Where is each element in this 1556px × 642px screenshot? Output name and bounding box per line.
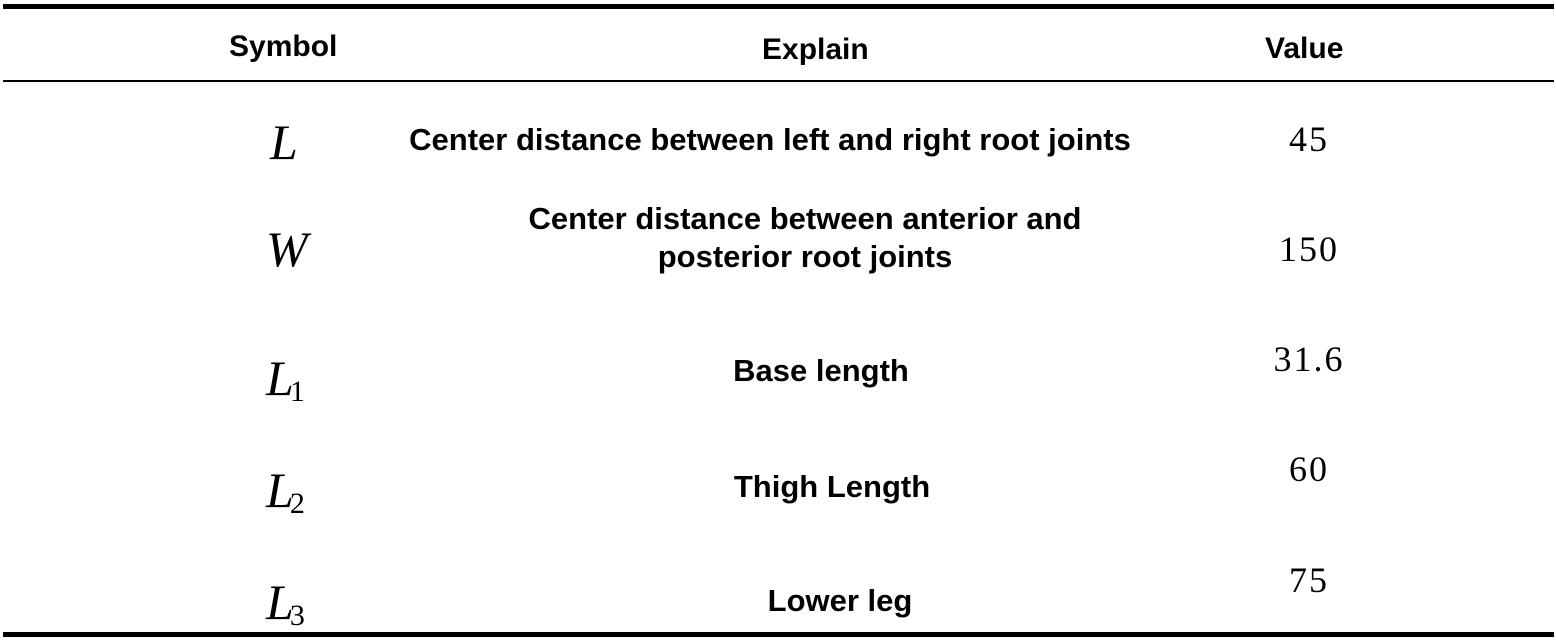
header-symbol: Symbol	[229, 30, 338, 63]
table-row-2-symbol: W	[266, 221, 308, 277]
table-row-3-explain: Base length	[733, 352, 909, 390]
header-explain: Explain	[762, 33, 869, 66]
header-value: Value	[1265, 32, 1344, 65]
symbol-subscript: 3	[289, 599, 305, 632]
table-bottom-rule	[3, 632, 1554, 637]
explain-line: Base length	[733, 353, 909, 388]
explain-line: Lower leg	[767, 583, 913, 618]
table-row-1-explain: Center distance between left and right r…	[409, 121, 1131, 159]
table-row-4-symbol: L2	[266, 462, 305, 520]
table-row-3-symbol: L1	[266, 350, 305, 408]
table-row-1-value: 45	[1289, 119, 1329, 159]
table-row-3-value: 31.6	[1273, 339, 1345, 379]
table-header-rule	[3, 80, 1554, 82]
explain-line: Thigh Length	[733, 469, 931, 504]
explain-line: Center distance between left and right r…	[409, 122, 1131, 157]
table-row-5-explain: Lower leg	[768, 582, 913, 620]
table-row-5-symbol: L3	[266, 574, 305, 632]
table-row-2-explain: Center distance between anterior and pos…	[529, 200, 1082, 276]
table-row-5-value: 75	[1289, 560, 1329, 600]
table-row-4-value: 60	[1289, 449, 1329, 489]
symbol-subscript: 1	[289, 375, 305, 408]
explain-line: posterior root joints	[657, 239, 953, 274]
table-row-2-value: 150	[1279, 229, 1339, 269]
table-row-1-symbol: L	[270, 114, 298, 170]
table-row-4-explain: Thigh Length	[734, 468, 930, 506]
explain-line: Center distance between anterior and	[528, 201, 1082, 236]
symbol-subscript: 2	[289, 487, 305, 520]
table-top-rule	[3, 4, 1554, 9]
